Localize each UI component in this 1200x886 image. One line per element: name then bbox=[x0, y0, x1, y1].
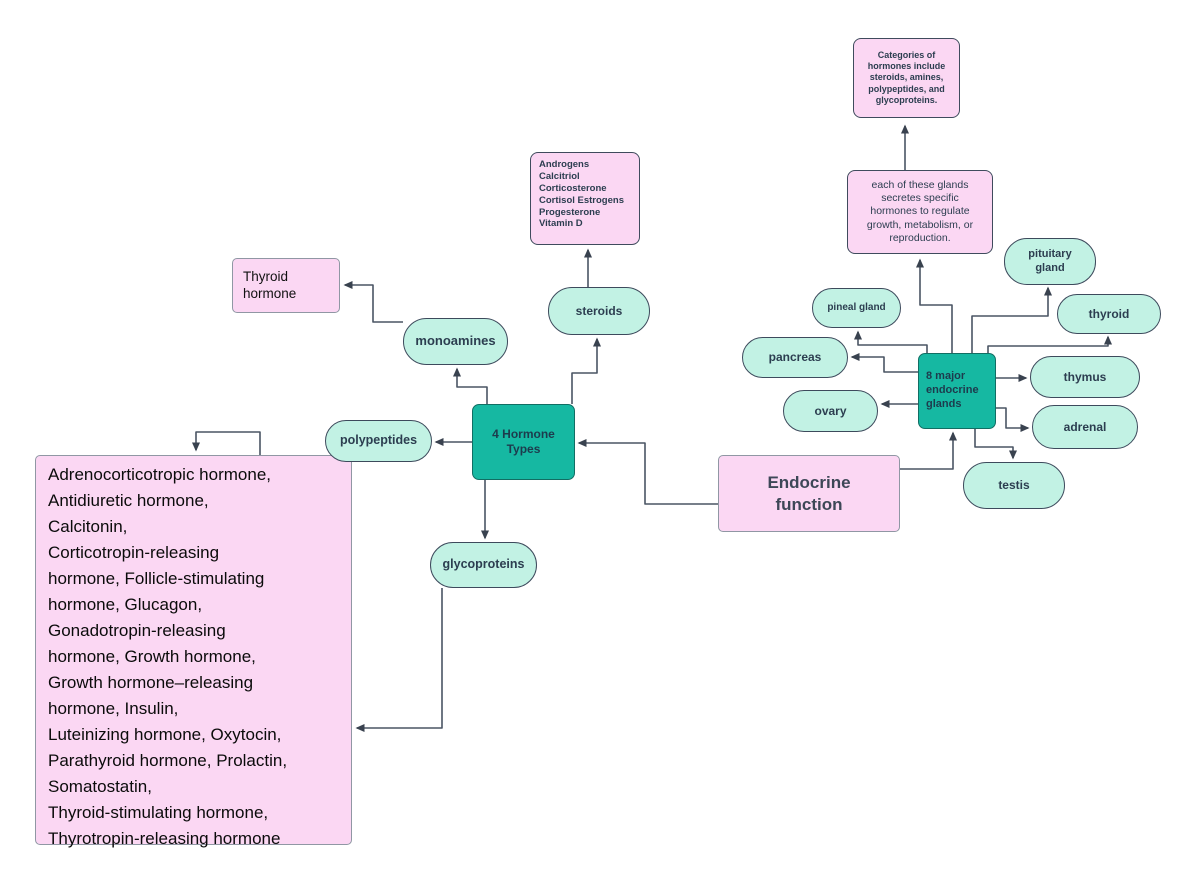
edge-four-types-steroids bbox=[571, 337, 601, 404]
node-pancreas[interactable]: pancreas bbox=[742, 337, 848, 378]
node-thyroid[interactable]: thyroid bbox=[1057, 294, 1161, 334]
node-polypeptides[interactable]: polypeptides bbox=[325, 420, 432, 462]
node-adrenal[interactable]: adrenal bbox=[1032, 405, 1138, 449]
node-thyroid-hormone[interactable]: Thyroid hormone bbox=[232, 258, 340, 313]
edge-eight-glands-pancreas bbox=[850, 353, 918, 373]
node-four-types[interactable]: 4 Hormone Types bbox=[472, 404, 575, 480]
edge-endocrine-function-four-types bbox=[577, 439, 718, 505]
node-steroids[interactable]: steroids bbox=[548, 287, 650, 335]
node-polypeptide-examples[interactable]: Adrenocorticotropic hormone, Antidiureti… bbox=[35, 455, 352, 848]
node-pineal[interactable]: pineal gland bbox=[812, 288, 901, 328]
edge-polypeptide-examples-self-loop bbox=[192, 431, 261, 455]
node-glycoproteins[interactable]: glycoproteins bbox=[430, 542, 537, 588]
node-pituitary[interactable]: pituitary gland bbox=[1004, 238, 1096, 285]
edge-four-types-monoamines bbox=[453, 367, 488, 404]
edge-eight-glands-testis bbox=[974, 429, 1017, 460]
edge-monoamines-thyroid-hormone bbox=[343, 281, 403, 323]
node-eight-glands[interactable]: 8 major endocrine glands bbox=[918, 353, 996, 429]
node-steroid-examples[interactable]: Androgens Calcitriol Corticosterone Cort… bbox=[530, 152, 640, 245]
node-each-glands-note[interactable]: each of these glands secretes specific h… bbox=[847, 170, 993, 254]
edge-glycoproteins-polypeptide-examples bbox=[355, 588, 443, 732]
edge-eight-glands-pineal bbox=[854, 330, 928, 353]
node-endocrine-function[interactable]: Endocrine function bbox=[718, 455, 900, 532]
node-monoamines[interactable]: monoamines bbox=[403, 318, 508, 365]
edge-eight-glands-thyroid bbox=[987, 335, 1112, 353]
edge-eight-glands-each-glands-note bbox=[916, 258, 953, 353]
edge-endocrine-function-eight-glands bbox=[900, 431, 957, 470]
node-testis[interactable]: testis bbox=[963, 462, 1065, 509]
node-categories-note[interactable]: Categories of hormones include steroids,… bbox=[853, 38, 960, 118]
node-thymus[interactable]: thymus bbox=[1030, 356, 1140, 398]
edge-eight-glands-pituitary bbox=[971, 286, 1052, 353]
node-ovary[interactable]: ovary bbox=[783, 390, 878, 432]
edge-eight-glands-adrenal bbox=[996, 407, 1030, 432]
